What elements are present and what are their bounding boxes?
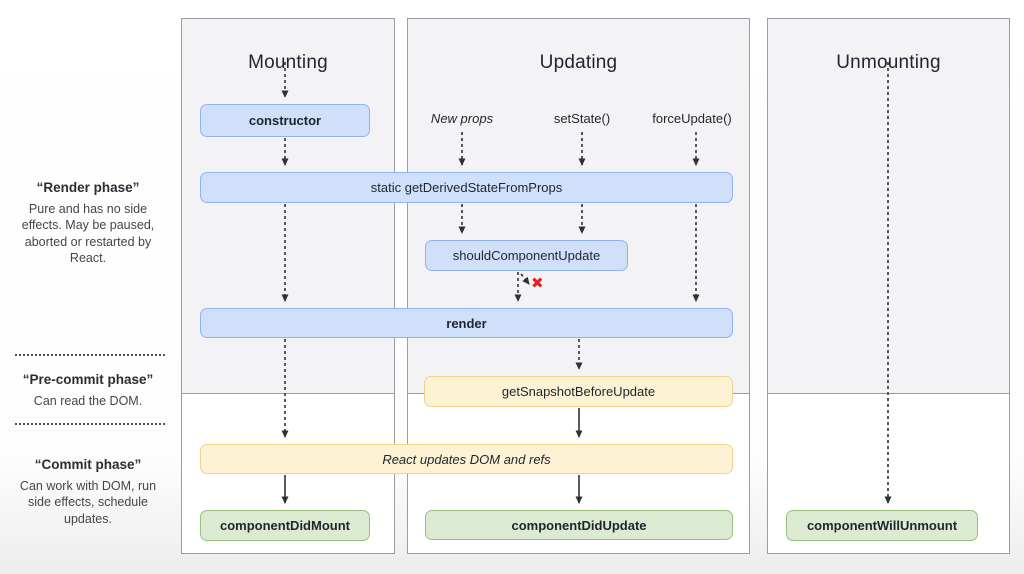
force-update-label: forceUpdate() — [652, 111, 732, 126]
component-will-unmount-box: componentWillUnmount — [786, 510, 978, 541]
commit-phase-description: Can work with DOM, run side effects, sch… — [19, 479, 157, 526]
render-phase-title: “Render phase” — [36, 180, 140, 195]
constructor-box: constructor — [200, 104, 370, 137]
pre-commit-phase-title: “Pre-commit phase” — [22, 372, 154, 387]
commit-phase-title: “Commit phase” — [34, 457, 142, 472]
component-did-update-box: componentDidUpdate — [425, 510, 733, 540]
set-state-label: setState() — [553, 111, 611, 126]
should-component-update-box: shouldComponentUpdate — [425, 240, 628, 271]
commit-phase-note: “Commit phase” Can work with DOM, run si… — [8, 457, 168, 527]
updating-column-title: Updating — [539, 52, 618, 73]
render-phase-note: “Render phase” Pure and has no side effe… — [8, 180, 168, 266]
render-box: render — [200, 308, 733, 338]
component-did-mount-box: componentDidMount — [200, 510, 370, 541]
react-updates-dom-box: React updates DOM and refs — [200, 444, 733, 474]
render-phase-description: Pure and has no side effects. May be pau… — [21, 202, 155, 265]
pre-commit-phase-note: “Pre-commit phase” Can read the DOM. — [8, 372, 168, 409]
phase-separator-line — [15, 423, 165, 425]
get-snapshot-before-update-box: getSnapshotBeforeUpdate — [424, 376, 733, 407]
pre-commit-phase-description: Can read the DOM. — [33, 394, 143, 408]
phase-separator-line — [15, 354, 165, 356]
cancel-x-icon: ✖ — [531, 275, 544, 292]
mounting-column-title: Mounting — [248, 52, 328, 73]
get-derived-state-from-props-box: static getDerivedStateFromProps — [200, 172, 733, 203]
new-props-label: New props — [430, 111, 494, 126]
